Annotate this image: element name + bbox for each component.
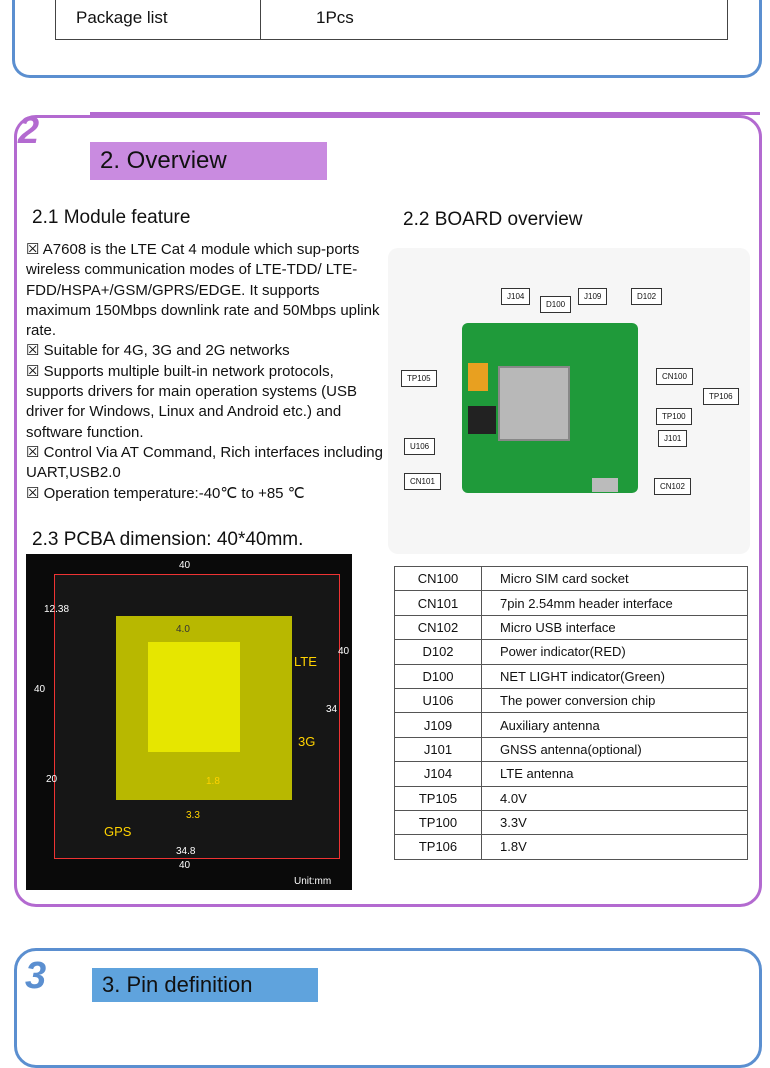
description-cell: LTE antenna	[481, 761, 748, 787]
usb-port	[592, 478, 618, 492]
label-j101: J101	[658, 430, 688, 447]
description-cell: Auxiliary antenna	[481, 712, 748, 738]
dim-width-bottom: 40	[179, 860, 191, 871]
dim-34: 34	[326, 704, 338, 715]
description-cell: 4.0V	[481, 785, 748, 811]
description-cell: Power indicator(RED)	[481, 639, 748, 665]
label-d100: D100	[540, 296, 572, 313]
module-chip	[148, 642, 240, 752]
feature-item: ☒ A7608 is the LTE Cat 4 module which su…	[26, 241, 380, 340]
overview-section-frame	[14, 115, 762, 907]
lte-mark: LTE	[294, 654, 317, 669]
designator-cell: TP100	[394, 809, 482, 836]
description-cell: 3.3V	[481, 809, 748, 836]
description-cell: 7pin 2.54mm header interface	[481, 590, 748, 616]
designator-cell: TP106	[394, 834, 482, 860]
gps-mark: GPS	[104, 824, 132, 839]
unit-label: Unit:mm	[294, 876, 332, 887]
mark-33v: 3.3	[186, 810, 200, 821]
dim-20: 20	[46, 774, 58, 785]
label-cn100: CN100	[656, 368, 693, 385]
designator-cell: D100	[394, 663, 482, 689]
label-tp106: TP106	[703, 388, 739, 405]
label-j104: J104	[501, 288, 531, 305]
mark-18v: 1.8	[206, 776, 220, 787]
label-tp100: TP100	[656, 408, 692, 425]
description-cell: NET LIGHT indicator(Green)	[481, 663, 748, 689]
package-row: Package list 1Pcs	[55, 0, 728, 40]
feature-item: ☒ Supports multiple built-in network pro…	[26, 362, 357, 441]
designator-cell: CN100	[394, 565, 482, 592]
dim-1238: 12.38	[44, 604, 70, 615]
label-u106: U106	[404, 438, 436, 455]
designator-cell: TP105	[394, 785, 482, 811]
description-cell: 1.8V	[481, 834, 748, 860]
designator-cell: CN101	[394, 590, 482, 616]
pin-section-frame	[14, 948, 762, 1068]
description-cell: Micro USB interface	[481, 614, 748, 641]
feature-item: ☒ Operation temperature:-40℃ to +85 ℃	[26, 484, 305, 502]
package-section-frame	[12, 0, 762, 78]
3g-mark: 3G	[298, 734, 316, 749]
pcba-heading: 2.3 PCBA dimension: 40*40mm.	[32, 529, 304, 550]
designator-cell: J104	[394, 761, 482, 787]
section-title: 2. Overview	[90, 142, 327, 180]
label-j109: J109	[578, 288, 608, 305]
mark-4v: 4.0	[176, 624, 190, 635]
label-cn101: CN101	[404, 473, 441, 490]
label-d102: D102	[631, 288, 663, 305]
dim-height: 40	[34, 684, 46, 695]
package-label: Package list	[56, 0, 261, 39]
feature-list: ☒ A7608 is the LTE Cat 4 module which su…	[26, 240, 386, 504]
designator-cell: J101	[394, 736, 482, 763]
capacitor	[468, 363, 488, 391]
designator-cell: D102	[394, 639, 482, 665]
board-overview-heading: 2.2 BOARD overview	[403, 209, 583, 230]
section-number: 2	[18, 110, 40, 152]
package-value: 1Pcs	[316, 8, 354, 27]
pcba-dimension-drawing: 40 40 34.8 40 40 34 20 12.38 LTE 3G GPS …	[26, 554, 352, 890]
description-cell: GNSS antenna(optional)	[481, 736, 748, 763]
section-title: 3. Pin definition	[92, 968, 318, 1002]
feature-item: ☒ Suitable for 4G, 3G and 2G networks	[26, 342, 290, 360]
sim-socket	[498, 366, 570, 441]
divider	[90, 112, 760, 115]
power-chip	[468, 406, 496, 434]
label-cn102: CN102	[654, 478, 691, 495]
feature-item: ☒ Control Via AT Command, Rich interface…	[26, 443, 383, 482]
description-cell: The power conversion chip	[481, 687, 748, 714]
designator-cell: U106	[394, 687, 482, 714]
section-number: 3	[25, 955, 47, 997]
description-cell: Micro SIM card socket	[481, 565, 748, 592]
module-feature-heading: 2.1 Module feature	[32, 207, 191, 228]
dim-width: 40	[179, 560, 191, 571]
label-tp105: TP105	[401, 370, 437, 387]
board-overview-image: J104 D100 J109 D102 TP105 CN100 TP106 TP…	[388, 248, 750, 554]
dim-height-right: 40	[338, 646, 350, 657]
designator-cell: J109	[394, 712, 482, 738]
dim-inner: 34.8	[176, 846, 196, 857]
designator-cell: CN102	[394, 614, 482, 641]
